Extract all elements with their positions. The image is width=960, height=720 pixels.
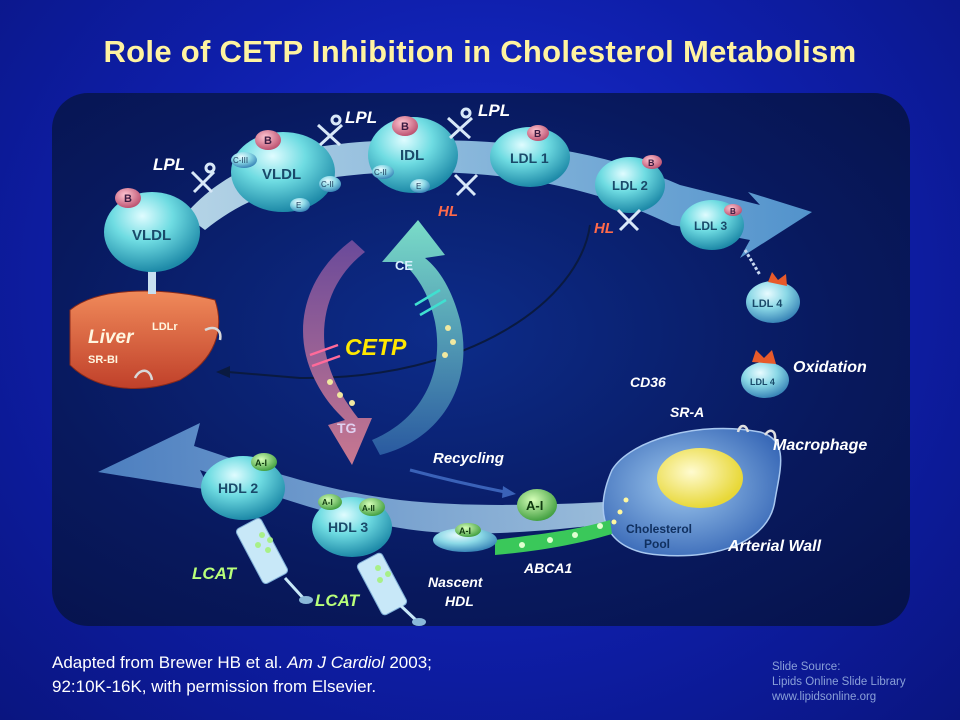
apo-e-label: E [296, 201, 301, 210]
cetp-label: CETP [345, 334, 407, 360]
citation-prefix: Adapted from Brewer HB et al. [52, 653, 283, 672]
hl-label-1: HL [438, 203, 458, 220]
hdl-pathway-band [98, 423, 640, 534]
apo-cii-label-idl: C-II [374, 168, 387, 177]
citation-line2: 92:10K-16K, with permission from Elsevie… [52, 677, 377, 696]
lcat-label-1: LCAT [192, 564, 238, 583]
hdl2-particle [201, 456, 285, 520]
lcat-label-2: LCAT [315, 591, 361, 610]
free-apo-ai [517, 489, 557, 521]
cd36-label: CD36 [630, 374, 666, 390]
slide-source: Slide Source: Lipids Online Slide Librar… [772, 660, 906, 705]
liver-label: Liver [88, 327, 135, 348]
apo-cii-label: C-II [321, 180, 334, 189]
vldl-large-label: VLDL [132, 227, 171, 244]
lcat-syringe-1 [235, 517, 313, 604]
cholesterol-pool-droplet [657, 448, 743, 508]
lpl-label-2: LPL [345, 108, 377, 127]
hdl2-label: HDL 2 [218, 480, 258, 496]
hdl3-apo-ai-label: A-I [322, 498, 333, 507]
vldl-particle-large [104, 192, 200, 272]
macrophage-label: Macrophage [773, 437, 867, 454]
apo-ciii-label: C-III [233, 156, 248, 165]
citation-journal: Am J Cardiol [287, 653, 385, 672]
ce-label: CE [395, 258, 413, 273]
citation-year: 2003; [389, 653, 432, 672]
vldl-label: VLDL [262, 166, 301, 183]
vldl-particle [231, 132, 335, 212]
abca1-label: ABCA1 [523, 560, 572, 576]
idl-label: IDL [400, 147, 424, 164]
liver [69, 290, 220, 389]
lcat-syringe-2 [356, 552, 426, 626]
apo-b-label-idl: B [401, 121, 409, 133]
ldl-return-arc [227, 224, 591, 380]
ldl2-particle [595, 157, 665, 213]
ce-transfer-arrow [372, 220, 464, 455]
lpl-scissors-3 [446, 107, 474, 140]
ldl4-label: LDL 4 [752, 298, 783, 310]
citation: Adapted from Brewer HB et al. Am J Cardi… [52, 651, 432, 699]
arterial-wall-label: Arterial Wall [727, 538, 822, 555]
nascent-apo-ai-label: A-I [459, 526, 471, 536]
apo-b-label-ldl1: B [534, 129, 541, 140]
slide-title: Role of CETP Inhibition in Cholesterol M… [103, 34, 857, 69]
lpl-label-1: LPL [153, 155, 185, 174]
hl-scissors-1 [453, 173, 479, 197]
apo-b-label-ldl2: B [648, 158, 655, 168]
apo-e-label-idl: E [416, 182, 421, 191]
lpl-label-3: LPL [478, 101, 510, 120]
apo-b-label: B [124, 193, 132, 205]
recycling-arrow [409, 468, 506, 494]
ldl3-label: LDL 3 [694, 219, 727, 233]
hl-label-2: HL [594, 220, 614, 237]
nascent-hdl-label-1: Nascent [428, 574, 484, 590]
ldl1-particle [490, 127, 570, 187]
hdl3-label: HDL 3 [328, 519, 368, 535]
ldl1-label: LDL 1 [510, 150, 549, 166]
ldlr-label: LDLr [152, 321, 178, 333]
ldl2-label: LDL 2 [612, 178, 648, 193]
nascent-hdl-disc [433, 528, 497, 552]
vldl-ldl-pathway-band [185, 140, 812, 258]
free-apo-ai-label: A-I [526, 498, 543, 513]
hdl3-apo-aii-label: A-II [362, 504, 375, 513]
cholesterol-pool-label-2: Pool [644, 537, 670, 551]
lpl-scissors-2 [316, 114, 344, 147]
oxidized-ldl4-label: LDL 4 [750, 377, 775, 387]
apo-b-label-vldl: B [264, 135, 272, 147]
oxidized-ldl4-particle [741, 362, 789, 398]
recycling-label: Recycling [433, 450, 504, 467]
tg-transfer-arrow [303, 240, 372, 465]
cholesterol-pool-label-1: Cholesterol [626, 522, 692, 536]
source-line2: Lipids Online Slide Library [772, 676, 906, 688]
nascent-hdl-label-2: HDL [445, 593, 474, 609]
tg-label: TG [337, 420, 357, 436]
apo-b-label-ldl3: B [730, 207, 736, 216]
hl-scissors-2 [616, 208, 642, 232]
sra-label: SR-A [670, 404, 704, 420]
oxidation-label: Oxidation [793, 359, 867, 376]
srbi-label: SR-BI [88, 354, 118, 366]
hdl2-apo-ai-label: A-I [255, 458, 267, 468]
source-line1: Slide Source: [772, 661, 841, 673]
lpl-scissors-1 [190, 162, 216, 194]
source-line3: www.lipidsonline.org [772, 691, 877, 703]
ldl4-particle [746, 281, 800, 323]
